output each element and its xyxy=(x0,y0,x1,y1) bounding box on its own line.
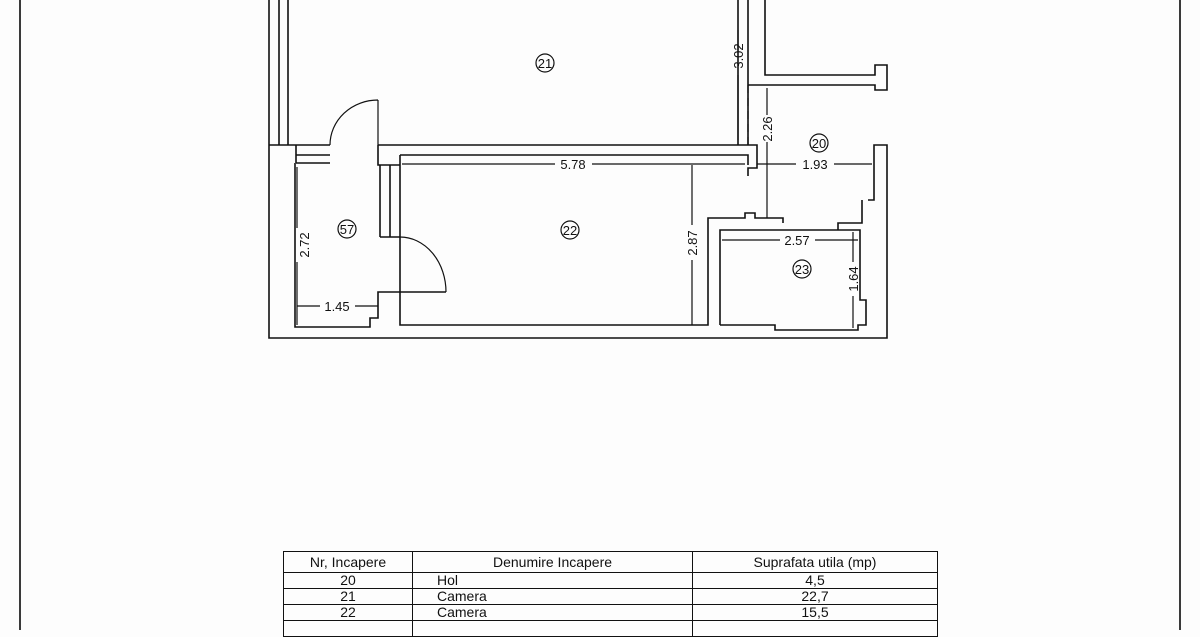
header-room-number: Nr, Incapere xyxy=(283,551,413,573)
room-label-21: 21 xyxy=(535,53,555,73)
page-border-right xyxy=(1179,0,1181,630)
dim-2-72: 2.72 xyxy=(297,232,312,257)
cell-empty xyxy=(412,620,693,637)
cell-empty xyxy=(283,620,413,637)
door-swing-22 xyxy=(399,236,447,293)
svg-text:57: 57 xyxy=(340,222,354,237)
cell-name: Camera xyxy=(412,604,693,621)
table-row: 20 Hol 4,5 xyxy=(283,572,938,589)
room-label-57: 57 xyxy=(337,219,357,239)
table-row-cropped xyxy=(283,620,938,637)
room-57-walls xyxy=(294,163,446,328)
room-23-walls xyxy=(719,200,867,331)
dimension-lines xyxy=(296,30,872,328)
door-swing-top xyxy=(329,99,379,146)
dim-3-02: 3.02 xyxy=(731,43,746,68)
svg-text:21: 21 xyxy=(538,56,552,71)
cell-area: 22,7 xyxy=(692,588,938,605)
cell-area: 4,5 xyxy=(692,572,938,589)
dim-1-45: 1.45 xyxy=(324,299,349,314)
dim-2-87: 2.87 xyxy=(685,230,700,255)
dim-2-57: 2.57 xyxy=(784,233,809,248)
cell-name: Hol xyxy=(412,572,693,589)
room-label-20: 20 xyxy=(809,133,829,153)
window-wall-left xyxy=(268,0,330,164)
svg-text:22: 22 xyxy=(563,223,577,238)
wall-21-22 xyxy=(377,144,758,238)
table-header: Nr, Incapere Denumire Incapere Suprafata… xyxy=(283,551,938,573)
outer-wall xyxy=(268,144,888,339)
page-border-left xyxy=(19,0,21,630)
dim-1-93: 1.93 xyxy=(802,157,827,172)
dim-2-26: 2.26 xyxy=(760,116,775,141)
rooms-table: Nr, Incapere Denumire Incapere Suprafata… xyxy=(283,551,938,637)
svg-text:20: 20 xyxy=(812,136,826,151)
room-label-22: 22 xyxy=(560,220,580,240)
table-row: 22 Camera 15,5 xyxy=(283,604,938,621)
svg-text:23: 23 xyxy=(795,262,809,277)
cell-name: Camera xyxy=(412,588,693,605)
cell-area: 15,5 xyxy=(692,604,938,621)
cell-number: 21 xyxy=(283,588,413,605)
dim-5-78: 5.78 xyxy=(560,157,585,172)
cell-empty xyxy=(692,620,938,637)
cell-number: 20 xyxy=(283,572,413,589)
room-22-walls xyxy=(399,212,784,326)
header-room-name: Denumire Incapere xyxy=(412,551,693,573)
dim-1-64: 1.64 xyxy=(846,266,861,291)
table-row: 21 Camera 22,7 xyxy=(283,588,938,605)
room-label-23: 23 xyxy=(792,259,812,279)
cell-number: 22 xyxy=(283,604,413,621)
header-area: Suprafata utila (mp) xyxy=(692,551,938,573)
